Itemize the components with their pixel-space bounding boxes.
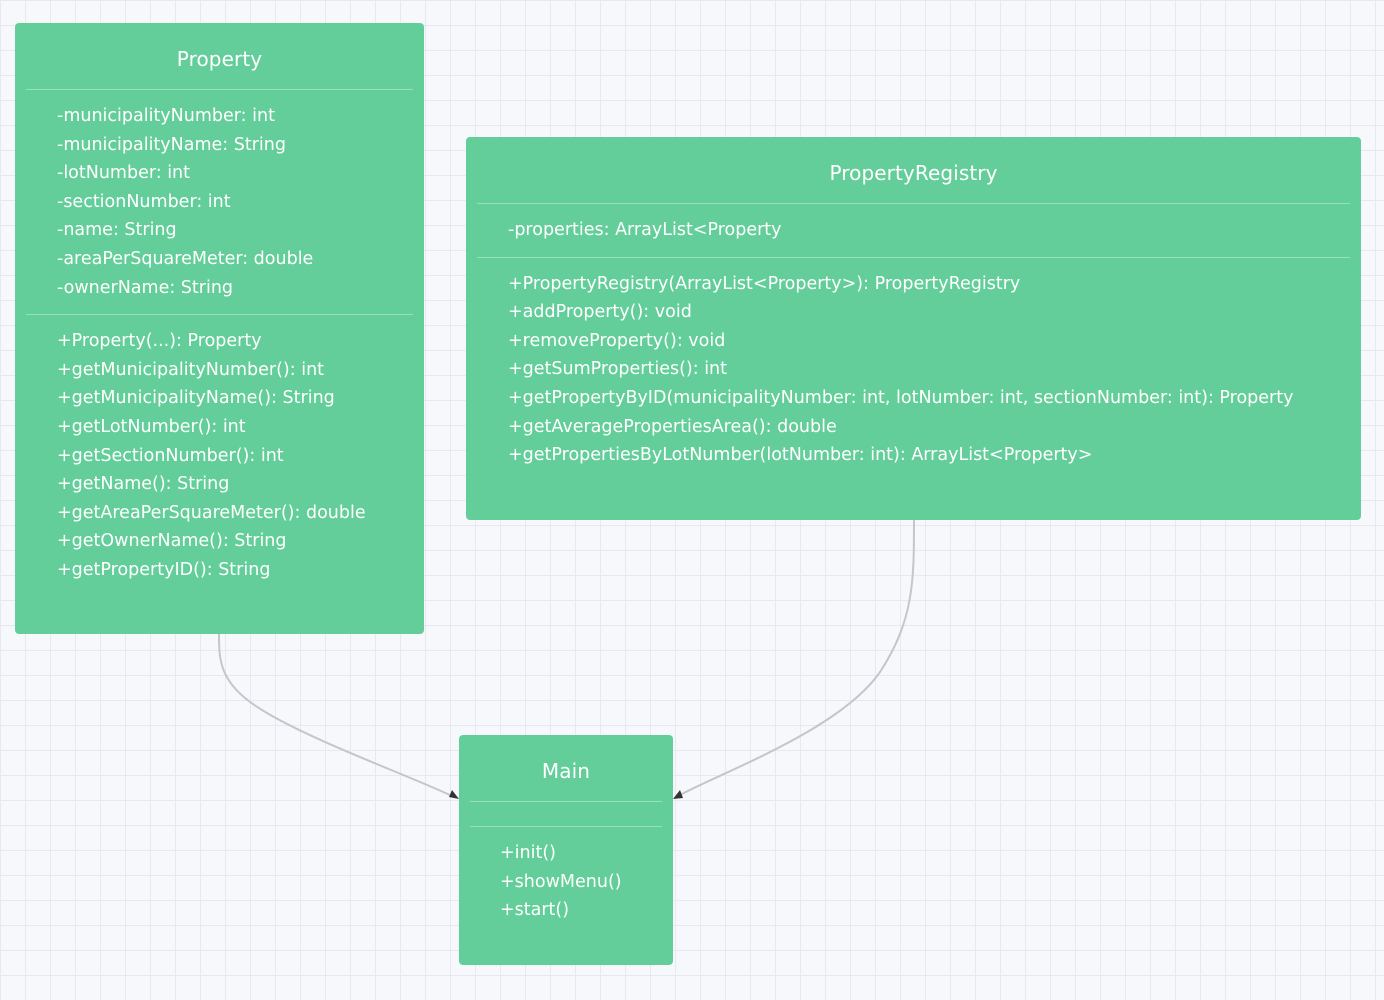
arrowhead-registry-to-main <box>673 790 683 799</box>
class-property[interactable]: Property -municipalityNumber: int -munic… <box>15 23 424 634</box>
method: +getPropertiesByLotNumber(lotNumber: int… <box>508 445 1093 466</box>
method: +getAreaPerSquareMeter(): double <box>57 502 366 523</box>
arrowhead-property-to-main <box>449 790 459 799</box>
connector-registry-to-main[interactable] <box>679 519 915 796</box>
method: +getOwnerName(): String <box>57 531 287 552</box>
attribute: -lotNumber: int <box>57 163 191 184</box>
class-main-attributes-empty <box>459 802 673 826</box>
method: +init() <box>500 843 556 863</box>
class-property-title: Property <box>176 47 263 71</box>
class-property-divider-top <box>26 89 413 90</box>
class-main-divider-top <box>470 801 662 802</box>
method: +getMunicipalityNumber(): int <box>57 359 325 380</box>
class-property-registry-divider-top <box>477 203 1350 204</box>
attribute: -sectionNumber: int <box>57 191 231 212</box>
method: +getSumProperties(): int <box>508 359 728 380</box>
class-main-divider-middle <box>470 826 662 827</box>
attribute: -properties: ArrayList<Property <box>508 220 782 240</box>
method: +getAveragePropertiesArea(): double <box>508 416 837 437</box>
attribute: -areaPerSquareMeter: double <box>57 248 314 269</box>
method: +getPropertyID(): String <box>57 559 271 580</box>
method: +getMunicipalityName(): String <box>57 388 335 409</box>
class-main-title: Main <box>541 759 591 783</box>
attribute: -municipalityName: String <box>57 134 286 155</box>
method: +getSectionNumber(): int <box>57 445 284 466</box>
class-property-divider-middle <box>26 314 413 316</box>
connector-property-to-main[interactable] <box>218 633 453 797</box>
class-property-registry[interactable]: PropertyRegistry -properties: ArrayList<… <box>466 137 1361 520</box>
method: +addProperty(): void <box>508 302 692 323</box>
attribute: -municipalityNumber: int <box>57 106 275 126</box>
class-main[interactable]: Main +init() +showMenu() +start() <box>459 735 673 965</box>
class-property-methods: +Property(...): Property +getMunicipalit… <box>15 315 424 596</box>
method: +PropertyRegistry(ArrayList<Property>): … <box>508 273 1021 294</box>
attribute: -ownerName: String <box>57 277 234 298</box>
method: +getLotNumber(): int <box>57 416 246 437</box>
class-property-registry-title: PropertyRegistry <box>829 161 998 185</box>
class-property-attributes: -municipalityNumber: int -municipalityNa… <box>15 90 424 314</box>
class-property-registry-methods: +PropertyRegistry(ArrayList<Property>): … <box>466 258 1361 482</box>
attribute: -name: String <box>57 220 177 241</box>
method: +getPropertyByID(municipalityNumber: int… <box>508 387 1294 408</box>
class-main-methods: +init() +showMenu() +start() <box>459 827 673 937</box>
class-property-registry-divider-middle <box>477 256 1350 258</box>
method: +Property(...): Property <box>57 331 262 352</box>
class-property-registry-attributes: -properties: ArrayList<Property <box>466 204 1361 257</box>
method: +start() <box>500 900 570 921</box>
method: +removeProperty(): void <box>508 330 726 351</box>
method: +getName(): String <box>57 474 230 495</box>
method: +showMenu() <box>500 871 622 892</box>
